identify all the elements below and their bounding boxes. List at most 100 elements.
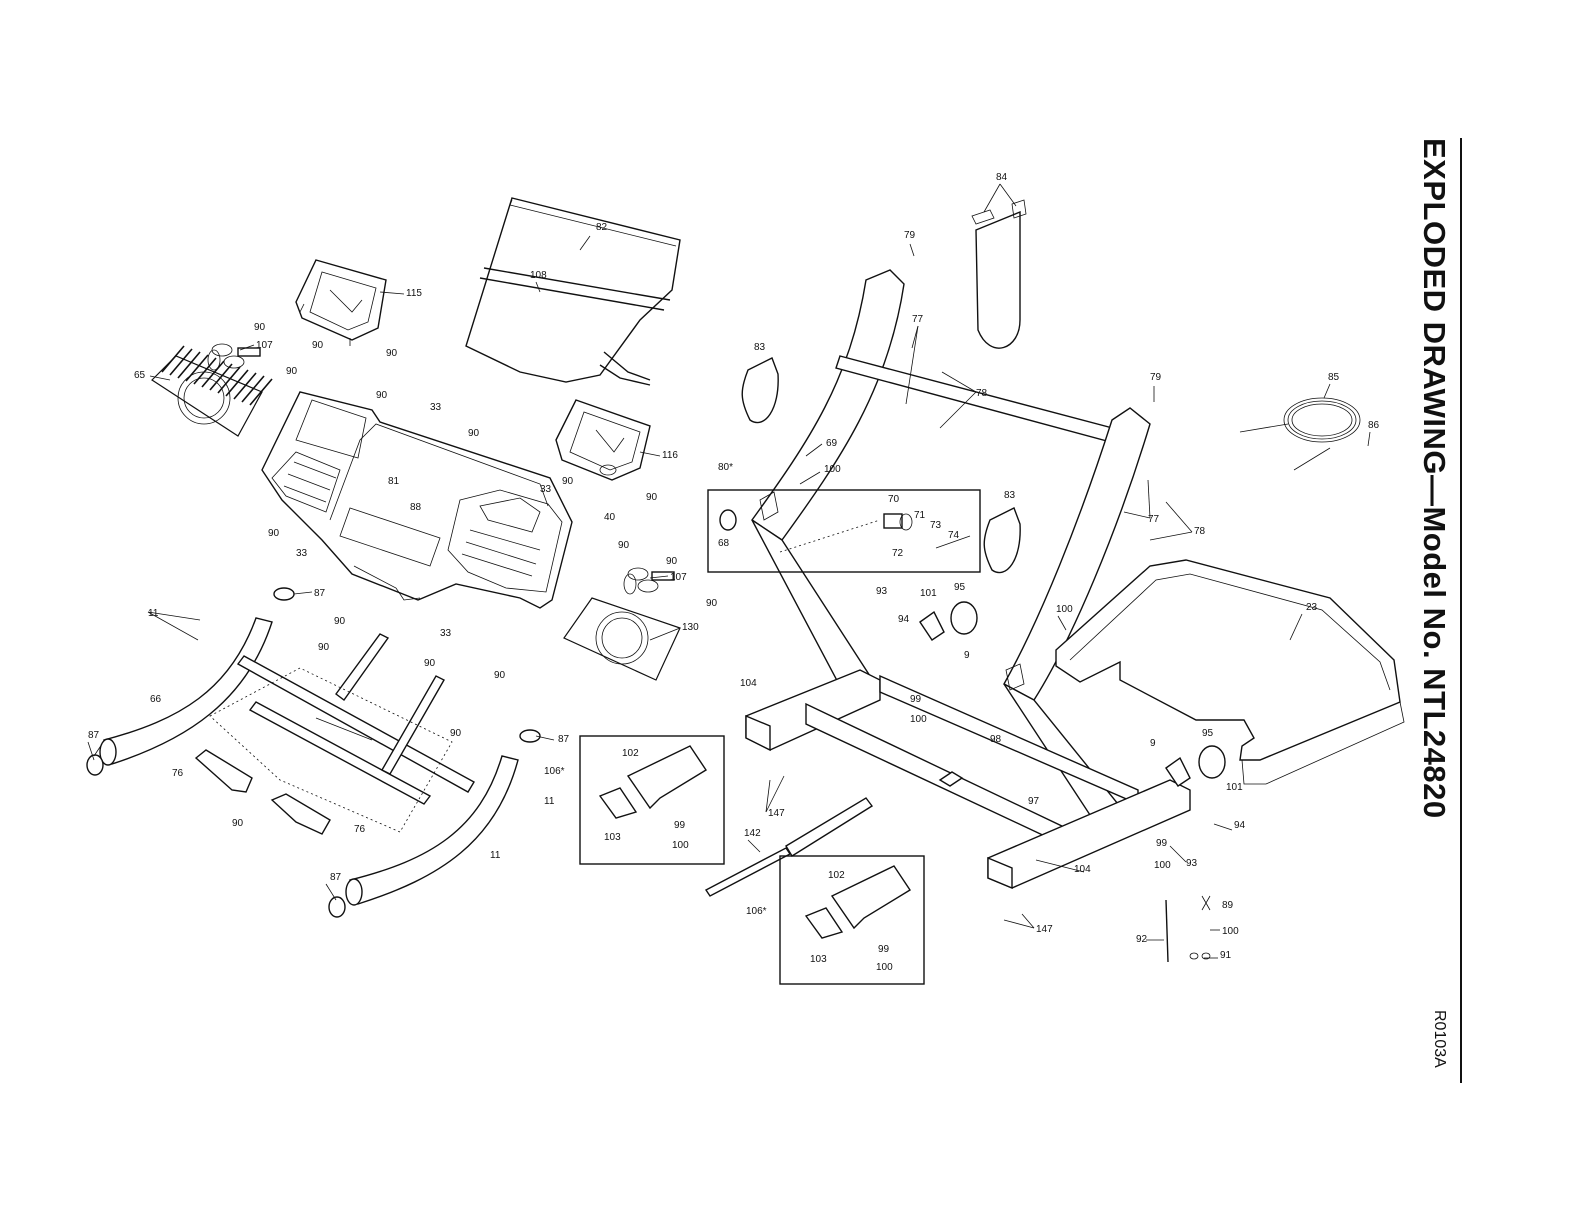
pulse-grips: [194, 749, 331, 835]
part-label-97: 97: [1028, 796, 1040, 807]
part-label-104b: 104: [1074, 864, 1091, 875]
part-label-99b: 99: [878, 944, 890, 955]
console-base: [261, 391, 573, 609]
part-label-40: 40: [604, 512, 616, 523]
part-label-99c: 99: [910, 694, 922, 705]
part-label-76a: 76: [172, 768, 184, 779]
part-label-106a: 106*: [544, 766, 565, 777]
part-label-90j: 90: [618, 540, 630, 551]
part-label-66: 66: [150, 694, 162, 705]
part-label-87c: 87: [558, 734, 570, 745]
part-label-81: 81: [388, 476, 400, 487]
part-label-91: 91: [1220, 950, 1232, 961]
part-label-86: 86: [1368, 420, 1380, 431]
part-label-147a: 147: [768, 808, 785, 819]
title-rule: [1460, 138, 1462, 1083]
part-label-33b: 33: [540, 484, 552, 495]
part-label-106b: 106*: [746, 906, 767, 917]
parts-diagram: 8210811511610710765130333333338188409090…: [86, 172, 1405, 985]
box-106-lower: [779, 855, 925, 985]
box-80: [707, 489, 981, 573]
part-label-33c: 33: [296, 548, 308, 559]
part-label-100b: 100: [876, 962, 893, 973]
fan-107-lower: [623, 567, 675, 595]
part-label-142: 142: [744, 828, 761, 839]
part-label-94b: 94: [1234, 820, 1246, 831]
part-label-107b: 107: [670, 572, 687, 583]
part-label-103a: 103: [604, 832, 621, 843]
part-label-73: 73: [930, 520, 942, 531]
part-label-115: 115: [406, 288, 422, 299]
part-label-104a: 104: [740, 678, 757, 689]
part-label-90n: 90: [318, 642, 330, 653]
part-label-94a: 94: [898, 614, 910, 625]
part-label-90b: 90: [286, 366, 298, 377]
part-label-100f: 100: [824, 464, 841, 475]
console-cover: [465, 197, 681, 386]
rollers-95: [919, 601, 1226, 787]
part-label-100g: 100: [1222, 926, 1239, 937]
part-label-103b: 103: [810, 954, 827, 965]
drawing-title-text: EXPLODED DRAWING—Model No. NTL24820: [1417, 138, 1452, 819]
part-labels: 8210811511610710765130333333338188409090…: [88, 172, 1380, 973]
part-label-70: 70: [888, 494, 900, 505]
part-label-100d: 100: [1154, 860, 1171, 871]
part-label-23: 23: [1306, 602, 1318, 613]
gas-spring-142: [704, 797, 874, 897]
part-label-95b: 95: [1202, 728, 1214, 739]
part-label-93a: 93: [876, 586, 888, 597]
part-label-11c: 11: [490, 850, 501, 861]
part-label-90o: 90: [424, 658, 436, 669]
part-label-90p: 90: [494, 670, 506, 681]
part-label-78a: 78: [976, 388, 988, 399]
part-label-100a: 100: [672, 840, 689, 851]
part-label-72: 72: [892, 548, 904, 559]
part-label-147b: 147: [1036, 924, 1053, 935]
part-label-83b: 83: [1004, 490, 1016, 501]
part-label-90q: 90: [450, 728, 462, 739]
upright-left: [751, 269, 1121, 691]
part-label-85: 85: [1328, 372, 1340, 383]
part-label-130: 130: [682, 622, 699, 633]
part-label-76b: 76: [354, 824, 366, 835]
leader-lines: [87, 183, 1371, 959]
part-label-79a: 79: [904, 230, 916, 241]
part-label-101a: 101: [920, 588, 937, 599]
part-label-108: 108: [530, 270, 547, 281]
part-label-69: 69: [826, 438, 838, 449]
box-106-upper: [579, 735, 725, 865]
hardware-misc: [1165, 895, 1211, 963]
part-label-90k: 90: [666, 556, 678, 567]
part-label-83a: 83: [754, 342, 766, 353]
covers-83: [741, 357, 1021, 574]
part-label-11b: 11: [544, 796, 555, 807]
part-label-100e: 100: [1056, 604, 1073, 615]
part-label-90c: 90: [312, 340, 324, 351]
wire-harness-85: [1239, 397, 1361, 471]
part-label-87d: 87: [330, 872, 342, 883]
part-label-99a: 99: [674, 820, 686, 831]
drawing-code-text: R0103A: [1431, 1010, 1448, 1068]
grill-65: [151, 345, 273, 437]
part-label-107a: 107: [256, 340, 273, 351]
part-label-102b: 102: [828, 870, 845, 881]
part-label-71: 71: [914, 510, 926, 521]
part-label-77b: 77: [1148, 514, 1160, 525]
part-label-90r: 90: [232, 818, 244, 829]
drawing-title: EXPLODED DRAWING—Model No. NTL24820: [1417, 138, 1472, 868]
drawing-code: R0103A: [1428, 1010, 1452, 1080]
part-label-87b: 87: [88, 730, 100, 741]
part-label-33a: 33: [430, 402, 442, 413]
part-label-74: 74: [948, 530, 960, 541]
grill-130: [563, 597, 681, 681]
part-label-101b: 101: [1226, 782, 1243, 793]
part-label-90l: 90: [706, 598, 718, 609]
handlebar-crossbars: [209, 633, 475, 833]
part-label-11a: 11: [148, 608, 159, 619]
part-label-82: 82: [596, 222, 608, 233]
part-label-99d: 99: [1156, 838, 1168, 849]
part-label-80: 80*: [718, 462, 733, 473]
part-label-98: 98: [990, 734, 1002, 745]
part-label-90m: 90: [334, 616, 346, 627]
